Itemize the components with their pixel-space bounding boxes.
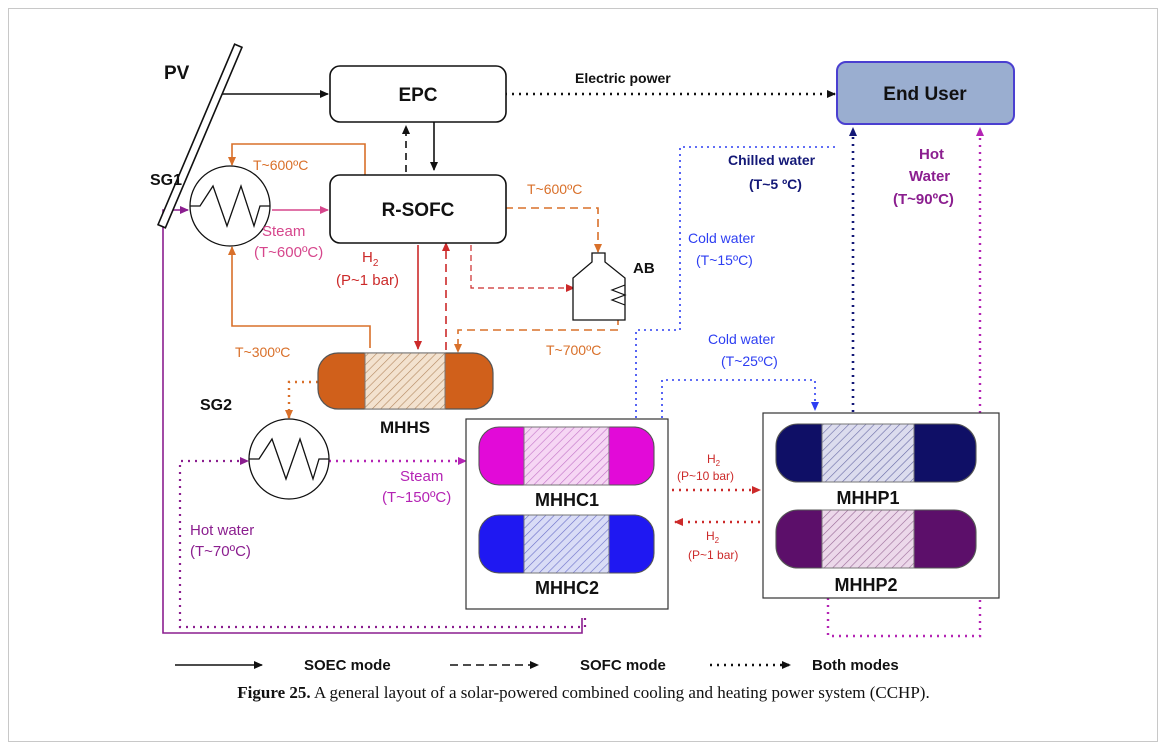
rsofc-out-temp-label: T~600ºC <box>527 181 582 197</box>
h2-label: H2 <box>362 249 379 269</box>
mhhs-label: MHHS <box>380 418 430 437</box>
legend-soec-label: SOEC mode <box>304 657 391 674</box>
sg1-top-temp-label: T~600ºC <box>253 157 308 173</box>
electric-power-label: Electric power <box>575 70 671 86</box>
legend: SOEC mode SOFC mode Both modes <box>175 657 899 674</box>
end-user-box <box>836 61 1015 125</box>
h2-10-label: H2 <box>707 452 721 468</box>
mhhp2-tank <box>775 509 977 569</box>
connections <box>162 90 984 638</box>
mhhc1-tank <box>478 426 655 486</box>
pv-label: PV <box>164 63 190 84</box>
mhhp1-label: MHHP1 <box>836 488 899 508</box>
cold-water-25-label: Cold water <box>708 331 775 347</box>
cold-water-15-line <box>632 146 835 428</box>
hot-water-90-temp: (T~90ºC) <box>893 191 954 208</box>
hot-water-90-line <box>826 127 984 638</box>
caption-text: A general layout of a solar-powered comb… <box>310 683 930 702</box>
hot-water-90-line2: Water <box>909 168 950 185</box>
legend-sofc-label: SOFC mode <box>580 657 666 674</box>
steam2-temp-label: (T~150ºC) <box>382 489 451 506</box>
ab-out-temp-label: T~700ºC <box>546 342 601 358</box>
chilled-water-temp-label: (T~5 ºC) <box>749 176 802 192</box>
rsofc-to-sg1-top-line <box>228 143 366 176</box>
h2-1-pressure-label: (P~1 bar) <box>688 548 738 562</box>
sg1-label: SG1 <box>150 172 182 189</box>
ab-label: AB <box>633 260 655 277</box>
steam-label: Steam <box>262 223 305 240</box>
hot-water-70-temp-label: (T~70ºC) <box>190 543 251 560</box>
ab-afterburner <box>572 252 627 321</box>
steam-temp-label: (T~600ºC) <box>254 244 323 261</box>
cold-water-25-line <box>661 379 819 418</box>
caption-label: Figure 25. <box>237 683 311 702</box>
sg1-heat-exchanger <box>189 165 271 247</box>
steam2-label: Steam <box>400 468 443 485</box>
mhhc2-label: MHHC2 <box>535 578 599 598</box>
pv-panel <box>156 43 244 229</box>
rsofc-box <box>329 174 507 244</box>
epc-box <box>329 65 507 123</box>
cold-water-15-temp-label: (T~15ºC) <box>696 252 753 268</box>
rsofc-label: R-SOFC <box>382 200 455 221</box>
h2-10-pressure-label: (P~10 bar) <box>677 469 734 483</box>
h2-1-label: H2 <box>706 529 720 545</box>
rsofc-to-ab-dashed <box>505 207 602 253</box>
cold-water-15-label: Cold water <box>688 230 755 246</box>
sg2-heat-exchanger <box>248 418 330 500</box>
mhhs-temp-label: T~300ºC <box>235 344 290 360</box>
chilled-water-label: Chilled water <box>728 152 816 168</box>
mhhc2-tank <box>478 514 655 574</box>
hot-water-90-line1: Hot <box>919 146 944 163</box>
hot-water-70-label: Hot water <box>190 522 254 539</box>
mhhp1-tank <box>775 423 977 483</box>
mhhs-tank <box>317 352 494 410</box>
rsofc-to-ab-red-dashed <box>470 245 575 292</box>
mhhc1-label: MHHC1 <box>535 490 599 510</box>
sg2-label: SG2 <box>200 397 232 414</box>
epc-label: EPC <box>398 85 437 106</box>
cold-water-25-temp-label: (T~25ºC) <box>721 353 778 369</box>
mhhs-to-sg2-dotted <box>285 380 318 419</box>
hot-water-to-sg2-line <box>178 457 587 629</box>
legend-both-label: Both modes <box>812 657 899 674</box>
mhhs-to-sg1-line <box>228 246 371 348</box>
end-user-label: End User <box>883 84 967 105</box>
mhhp2-label: MHHP2 <box>834 575 897 595</box>
h2-pressure-label: (P~1 bar) <box>336 272 399 289</box>
figure-caption: Figure 25. A general layout of a solar-p… <box>0 683 1167 703</box>
